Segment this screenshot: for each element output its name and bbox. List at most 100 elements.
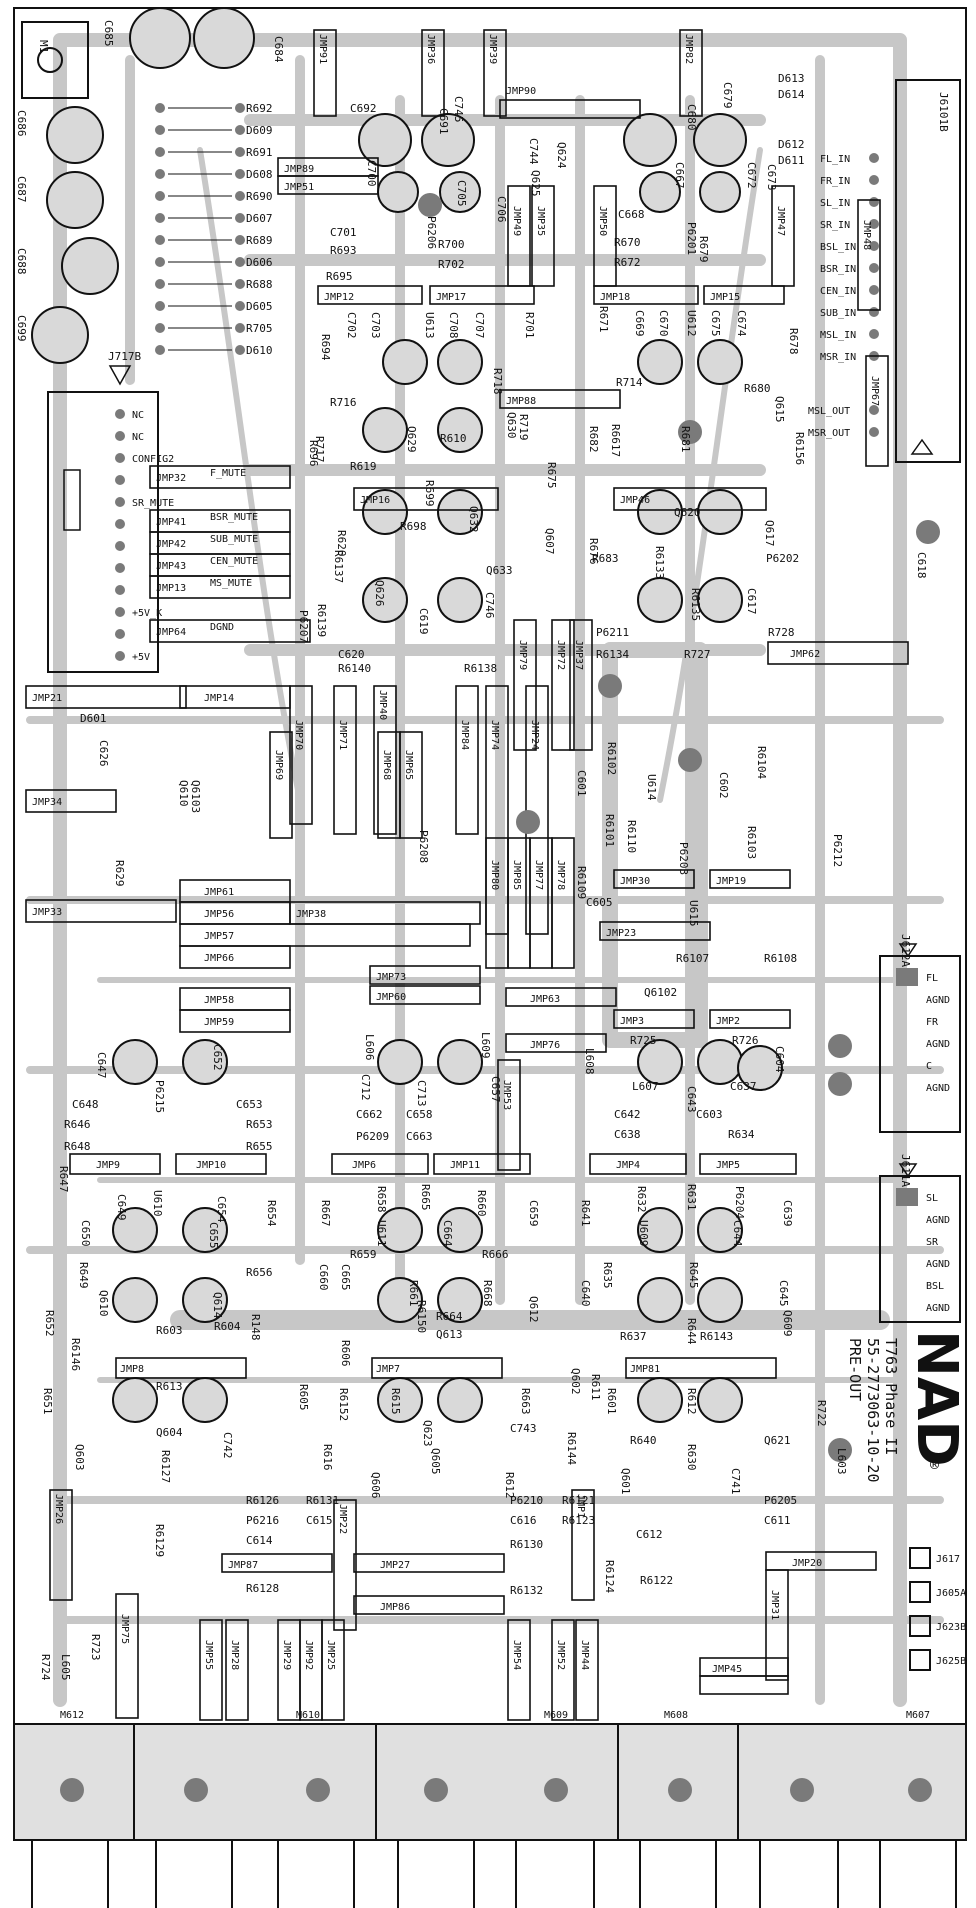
svg-text:R692: R692 — [246, 102, 273, 115]
svg-text:M607: M607 — [906, 1710, 930, 1721]
svg-text:R693: R693 — [330, 244, 357, 257]
svg-text:AGND: AGND — [926, 1259, 950, 1270]
svg-text:R665: R665 — [419, 1184, 432, 1211]
svg-text:AGND: AGND — [926, 1303, 950, 1314]
svg-text:JMP52: JMP52 — [555, 1640, 566, 1670]
svg-text:R679: R679 — [697, 236, 710, 263]
svg-text:JMP63: JMP63 — [530, 994, 560, 1005]
svg-text:SUB_MUTE: SUB_MUTE — [210, 534, 258, 545]
svg-text:R699: R699 — [423, 480, 436, 507]
svg-text:C660: C660 — [317, 1264, 330, 1291]
svg-text:C670: C670 — [657, 310, 670, 337]
svg-text:R663: R663 — [519, 1388, 532, 1415]
svg-text:C663: C663 — [406, 1130, 433, 1143]
svg-text:C712: C712 — [359, 1074, 372, 1101]
svg-text:JMP55: JMP55 — [203, 1640, 214, 1670]
svg-text:R6131: R6131 — [306, 1494, 339, 1507]
svg-text:JMP3: JMP3 — [620, 1016, 644, 1027]
svg-text:R691: R691 — [246, 146, 273, 159]
svg-text:P6203: P6203 — [677, 842, 690, 875]
svg-text:P6206: P6206 — [425, 216, 438, 249]
svg-text:R631: R631 — [685, 1184, 698, 1211]
svg-text:U611: U611 — [375, 1220, 388, 1247]
svg-text:C675: C675 — [709, 310, 722, 337]
svg-text:JMP31: JMP31 — [769, 1590, 780, 1620]
svg-text:R648: R648 — [64, 1140, 91, 1153]
svg-text:R6617: R6617 — [609, 424, 622, 457]
svg-text:SR: SR — [926, 1237, 939, 1248]
rca-jack-row: M612 M610 M609 M608 M607 — [13, 1710, 967, 1908]
svg-text:C614: C614 — [246, 1534, 273, 1547]
svg-text:JMP40: JMP40 — [377, 690, 388, 720]
svg-text:P6202: P6202 — [766, 552, 799, 565]
svg-text:JMP65: JMP65 — [403, 750, 414, 780]
svg-text:R6146: R6146 — [69, 1338, 82, 1371]
svg-text:R672: R672 — [614, 256, 641, 269]
svg-text:U610: U610 — [151, 1190, 164, 1217]
svg-text:C744: C744 — [527, 138, 540, 165]
svg-text:JMP71: JMP71 — [337, 720, 348, 750]
svg-text:J605A: J605A — [936, 1588, 966, 1599]
svg-text:C611: C611 — [764, 1514, 791, 1527]
copper-traces — [26, 33, 950, 1750]
svg-text:M608: M608 — [664, 1710, 688, 1721]
svg-text:C691: C691 — [437, 108, 450, 135]
svg-text:R620: R620 — [335, 530, 348, 557]
svg-text:R666: R666 — [482, 1248, 509, 1261]
svg-text:R695: R695 — [326, 270, 353, 283]
svg-text:JMP82: JMP82 — [683, 34, 694, 64]
svg-text:C684: C684 — [272, 36, 285, 63]
svg-text:JMP84: JMP84 — [459, 720, 470, 750]
svg-text:U613: U613 — [423, 312, 436, 339]
svg-text:R612: R612 — [685, 1388, 698, 1415]
svg-text:C618: C618 — [915, 552, 928, 579]
svg-text:R727: R727 — [684, 648, 711, 661]
svg-text:JMP75: JMP75 — [119, 1614, 130, 1644]
svg-text:R660: R660 — [475, 1190, 488, 1217]
svg-text:C659: C659 — [527, 1200, 540, 1227]
labels-lower-left: C647 C652 P6215 C648 C653 R646 R653 R648… — [39, 1044, 279, 1681]
svg-text:C657: C657 — [489, 1076, 502, 1103]
svg-text:DGND: DGND — [210, 622, 234, 633]
svg-text:D610: D610 — [246, 344, 273, 357]
svg-text:C705: C705 — [455, 180, 468, 207]
svg-text:JMP14: JMP14 — [204, 693, 234, 704]
labels-top-right: C680 C679 C667 C672 C673 D613 D614 D612 … — [543, 72, 928, 661]
svg-text:JMP19: JMP19 — [716, 876, 746, 887]
svg-text:P6204: P6204 — [733, 1186, 746, 1219]
labels-lower-right: R725 R726 L608 L607 C637 C642 C603 C638 … — [562, 1034, 848, 1593]
svg-text:Q601: Q601 — [619, 1468, 632, 1495]
svg-text:C640: C640 — [579, 1280, 592, 1307]
svg-text:R610: R610 — [440, 432, 467, 445]
svg-text:JMP13: JMP13 — [156, 583, 186, 594]
svg-text:R678: R678 — [787, 328, 800, 355]
svg-text:R6130: R6130 — [510, 1538, 543, 1551]
svg-text:C619: C619 — [417, 608, 430, 635]
j717b-pin-labels: NC NC CONFIG2 F_MUTE SR_MUTE BSR_MUTE SU… — [115, 409, 258, 663]
svg-text:JMP56: JMP56 — [204, 909, 234, 920]
svg-text:R696: R696 — [307, 440, 320, 467]
svg-text:C647: C647 — [95, 1052, 108, 1079]
svg-text:Q613: Q613 — [436, 1328, 463, 1341]
svg-text:FL: FL — [926, 973, 938, 984]
svg-text:R689: R689 — [246, 234, 273, 247]
svg-text:M1: M1 — [37, 40, 50, 53]
svg-text:SL: SL — [926, 1193, 938, 1204]
svg-text:R6140: R6140 — [338, 662, 371, 675]
svg-text:L609: L609 — [479, 1032, 492, 1059]
svg-text:R644: R644 — [685, 1318, 698, 1345]
svg-text:R6156: R6156 — [793, 432, 806, 465]
connector-j611a: J611A SL AGND SR AGND BSL AGND — [879, 1154, 961, 1323]
svg-text:JMP36: JMP36 — [425, 34, 436, 64]
svg-text:JMP17: JMP17 — [436, 292, 466, 303]
svg-text:R632: R632 — [635, 1186, 648, 1213]
svg-text:R6107: R6107 — [676, 952, 709, 965]
svg-text:Q6103: Q6103 — [189, 780, 202, 813]
svg-text:JMP74: JMP74 — [489, 720, 500, 750]
svg-text:R613: R613 — [156, 1380, 183, 1393]
j612a-ref: J612A — [899, 934, 912, 967]
svg-text:C602: C602 — [717, 772, 730, 799]
svg-text:C655: C655 — [207, 1222, 220, 1249]
svg-text:R640: R640 — [630, 1434, 657, 1447]
svg-text:Q607: Q607 — [543, 528, 556, 555]
